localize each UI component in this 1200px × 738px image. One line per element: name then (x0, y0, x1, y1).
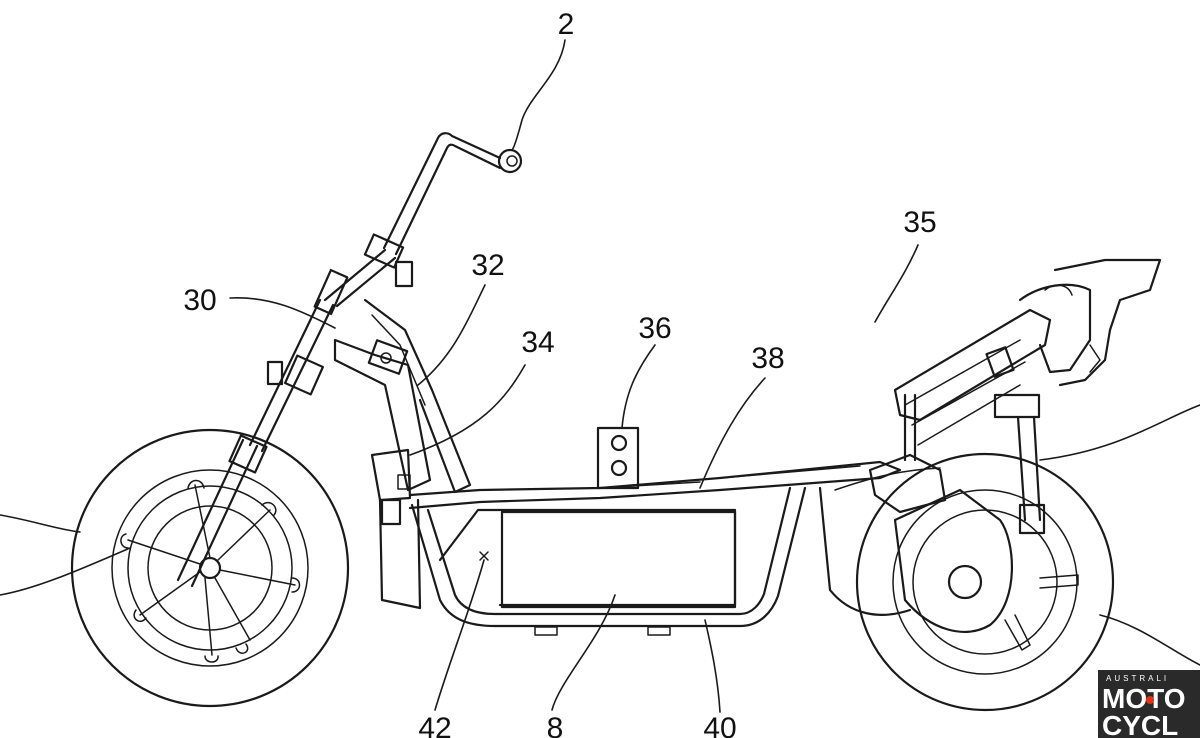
label-8: 8 (547, 712, 564, 738)
label-36: 36 (638, 312, 671, 345)
main-frame (408, 460, 902, 510)
logo-accent (1146, 696, 1154, 704)
label-35: 35 (903, 206, 936, 239)
leader-lines (0, 39, 1200, 713)
rear-body (818, 258, 1162, 633)
label-38: 38 (751, 342, 784, 375)
battery-housing (410, 486, 807, 636)
head-brackets (266, 260, 414, 396)
logo-line-2: CYCL (1102, 710, 1178, 738)
logo-line-1: MOTO (1102, 683, 1185, 714)
down-frame (333, 298, 472, 610)
label-42: 42 (418, 712, 451, 738)
reference-labels: 2 30 32 34 35 36 38 42 8 40 (183, 8, 936, 738)
logo-small-line: AUSTRALI (1106, 674, 1169, 683)
watermark-logo: AUSTRALI MOTO CYCL (1098, 670, 1200, 738)
front-wheel (70, 428, 350, 708)
label-32: 32 (471, 249, 504, 282)
rear-wheel (855, 452, 1115, 712)
front-fork (176, 132, 523, 588)
label-34: 34 (521, 326, 554, 359)
label-2: 2 (558, 8, 575, 41)
connector (596, 426, 640, 490)
label-30: 30 (183, 284, 216, 317)
label-40: 40 (703, 712, 736, 738)
logo-background (1098, 670, 1200, 738)
